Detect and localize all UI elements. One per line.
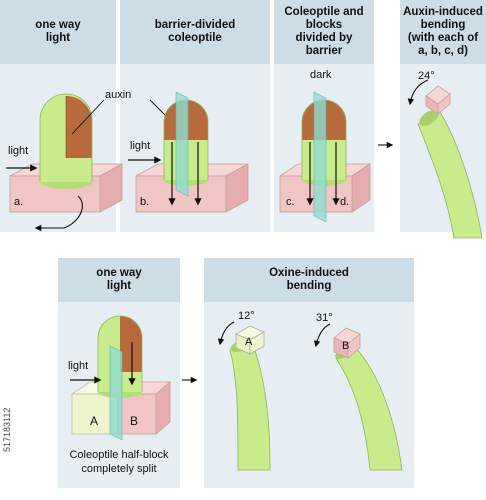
oxine-block-B bbox=[333, 327, 361, 359]
oxine-curve-arrow-A bbox=[217, 321, 235, 346]
auxin-label: auxin bbox=[105, 89, 132, 101]
oxine-curve-arrow-B bbox=[313, 323, 331, 348]
angle-label-12: 12° bbox=[238, 310, 255, 322]
header-bottom-one-way: one way light bbox=[58, 258, 180, 302]
bottom-barrier bbox=[109, 345, 123, 441]
header-oxine-bending: Oxine-induced bending bbox=[204, 258, 414, 302]
panel3-barrier bbox=[313, 91, 327, 223]
oxine-bent-coleoptile-A bbox=[229, 341, 271, 471]
split-caption: Coleoptile half-block completely split bbox=[69, 449, 169, 475]
panel4-bent-coleoptile bbox=[417, 111, 483, 239]
oxine-block-A bbox=[235, 325, 265, 355]
panel1-coleoptile bbox=[39, 93, 93, 189]
auxin-flow-arrow bbox=[34, 195, 83, 232]
block-label-c: c. bbox=[286, 196, 295, 208]
light-label-1: light bbox=[8, 145, 29, 157]
panel-title: barrier-divided coleoptile bbox=[154, 19, 236, 44]
oxine-block-label-A: A bbox=[245, 336, 253, 348]
panel-title: Auxin-induced bending (with each of a, b… bbox=[403, 6, 483, 57]
header-auxin-bending: Auxin-induced bending (with each of a, b… bbox=[400, 0, 486, 64]
block-label-a: a. bbox=[14, 196, 24, 208]
panel4-curve-arrow bbox=[407, 79, 429, 106]
panel-title: Oxine-induced bending bbox=[269, 267, 349, 292]
panel4-cut-top bbox=[419, 110, 439, 126]
auxin-leader-1 bbox=[71, 99, 105, 135]
dark-label: dark bbox=[310, 69, 332, 81]
panel2-barrier bbox=[175, 91, 189, 197]
header-coleoptile-blocks: Coleoptile and blocks divided by barrier bbox=[274, 0, 374, 64]
header-barrier-divided: barrier-divided coleoptile bbox=[120, 0, 270, 64]
block-label-d: d. bbox=[340, 196, 350, 208]
stock-id-label: 517183112 bbox=[2, 407, 12, 452]
light-label-2: light bbox=[130, 140, 151, 152]
oxine-block-label-B: B bbox=[342, 340, 350, 352]
block-label-B: B bbox=[130, 414, 139, 428]
panel4-agar-block bbox=[425, 85, 451, 115]
header-one-way-light: one way light bbox=[0, 0, 116, 64]
panel-title: one way light bbox=[96, 267, 142, 292]
block-label-A: A bbox=[90, 414, 99, 428]
angle-label-24: 24° bbox=[418, 70, 435, 82]
angle-label-31: 31° bbox=[316, 312, 333, 324]
panel-title: one way light bbox=[35, 19, 81, 44]
oxine-bent-coleoptile-B bbox=[335, 345, 403, 471]
panel-title: Coleoptile and blocks divided by barrier bbox=[284, 6, 364, 57]
block-label-b: b. bbox=[140, 196, 150, 208]
light-label-3: light bbox=[68, 360, 89, 372]
